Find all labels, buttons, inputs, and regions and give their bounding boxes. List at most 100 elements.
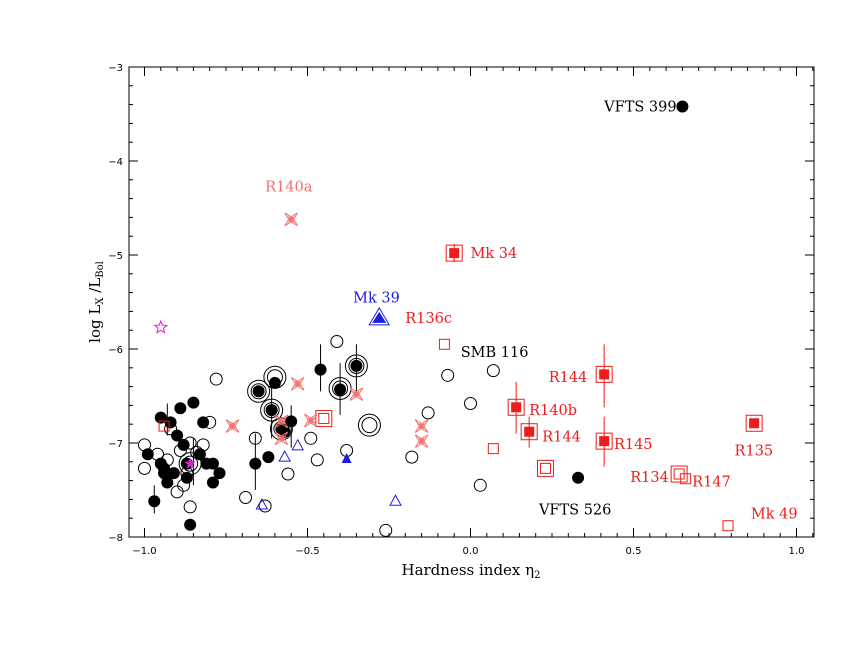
- data-point: [274, 431, 289, 446]
- data-point: [158, 420, 170, 432]
- data-point: [341, 452, 352, 463]
- data-point: [438, 338, 450, 350]
- data-point: [487, 443, 499, 455]
- data-point: [183, 500, 197, 514]
- data-point: [164, 416, 177, 429]
- data-point: [507, 398, 525, 416]
- data-point: [206, 457, 219, 470]
- data-point: [314, 363, 327, 376]
- y-tick-label: −5: [108, 251, 123, 262]
- x-tick-label: 1.0: [789, 546, 805, 557]
- data-point: [290, 376, 305, 391]
- data-point: [379, 523, 393, 537]
- data-point: [441, 368, 455, 382]
- data-point: [248, 431, 262, 445]
- data-point: [278, 425, 291, 438]
- data-point: [164, 422, 178, 436]
- data-point: [177, 478, 191, 492]
- data-point: [265, 404, 278, 417]
- annotation-label: Mk 34: [471, 246, 518, 262]
- data-point: [281, 467, 295, 481]
- data-point: [180, 466, 194, 480]
- data-point: [536, 459, 554, 477]
- x-tick-label: −1.0: [132, 546, 156, 557]
- data-point: [209, 372, 223, 386]
- data-point: [291, 438, 305, 451]
- data-point: [184, 457, 196, 469]
- data-point: [262, 451, 275, 464]
- y-tick-label: −6: [108, 345, 123, 356]
- data-point: [173, 444, 187, 458]
- annotation-label: R145: [614, 437, 653, 453]
- data-point: [486, 364, 500, 378]
- data-point: [174, 402, 187, 415]
- data-point: [170, 485, 184, 499]
- data-point: [138, 461, 151, 475]
- data-point: [213, 467, 226, 480]
- data-point: [344, 354, 368, 378]
- data-point: [167, 467, 180, 480]
- x-tick-label: −0.5: [295, 546, 319, 557]
- data-point: [187, 396, 200, 409]
- y-tick-label: −8: [108, 533, 123, 544]
- data-point: [148, 495, 161, 508]
- data-point: [258, 499, 272, 513]
- y-axis-label: log LX /LBol: [86, 261, 106, 343]
- plot-frame: [128, 66, 815, 538]
- data-point: [158, 467, 171, 480]
- annotation-label: R140b: [529, 403, 577, 419]
- data-point: [278, 450, 292, 462]
- data-point: [414, 434, 429, 448]
- data-point: [284, 212, 298, 227]
- data-point: [572, 471, 585, 484]
- data-point: [676, 100, 689, 113]
- data-point: [239, 491, 253, 505]
- data-point: [315, 410, 333, 428]
- data-point: [252, 385, 265, 398]
- data-point: [304, 431, 318, 445]
- x-tick-label: 0.0: [463, 546, 479, 557]
- data-point: [274, 414, 289, 429]
- data-point: [225, 419, 240, 433]
- data-point: [183, 436, 197, 450]
- annotation-label: R134: [630, 470, 669, 486]
- annotation-label: VFTS 399: [603, 99, 676, 115]
- data-points: [138, 100, 763, 537]
- data-point: [304, 413, 318, 428]
- data-point: [160, 453, 174, 467]
- annotation-label: R147: [692, 475, 731, 491]
- data-point: [414, 419, 429, 433]
- data-point: [473, 478, 487, 492]
- data-point: [255, 498, 269, 510]
- data-point: [357, 413, 381, 437]
- data-point: [595, 365, 613, 383]
- data-point: [206, 476, 219, 489]
- data-point: [445, 244, 463, 262]
- data-point: [595, 432, 613, 450]
- data-point: [389, 494, 402, 506]
- data-point: [196, 438, 210, 452]
- annotation-label: VFTS 526: [538, 503, 611, 519]
- y-tick-label: −3: [108, 63, 123, 74]
- y-tick-label: −7: [108, 439, 123, 450]
- data-point: [171, 429, 184, 442]
- data-point: [153, 319, 169, 334]
- data-point: [349, 387, 364, 401]
- data-point: [310, 453, 324, 467]
- annotation-label: SMB 116: [461, 345, 529, 361]
- data-point: [722, 520, 734, 532]
- data-point: [247, 379, 271, 403]
- annotation-label: R135: [735, 444, 774, 460]
- data-point: [197, 416, 210, 429]
- annotation-label: R144: [542, 429, 581, 445]
- annotation-label: Mk 49: [751, 507, 798, 523]
- data-point: [330, 334, 344, 348]
- x-axis-label: Hardness index η2: [401, 561, 540, 581]
- data-point: [260, 398, 284, 422]
- data-point: [745, 414, 763, 432]
- data-point: [151, 447, 165, 461]
- annotation-label: R140a: [265, 179, 313, 195]
